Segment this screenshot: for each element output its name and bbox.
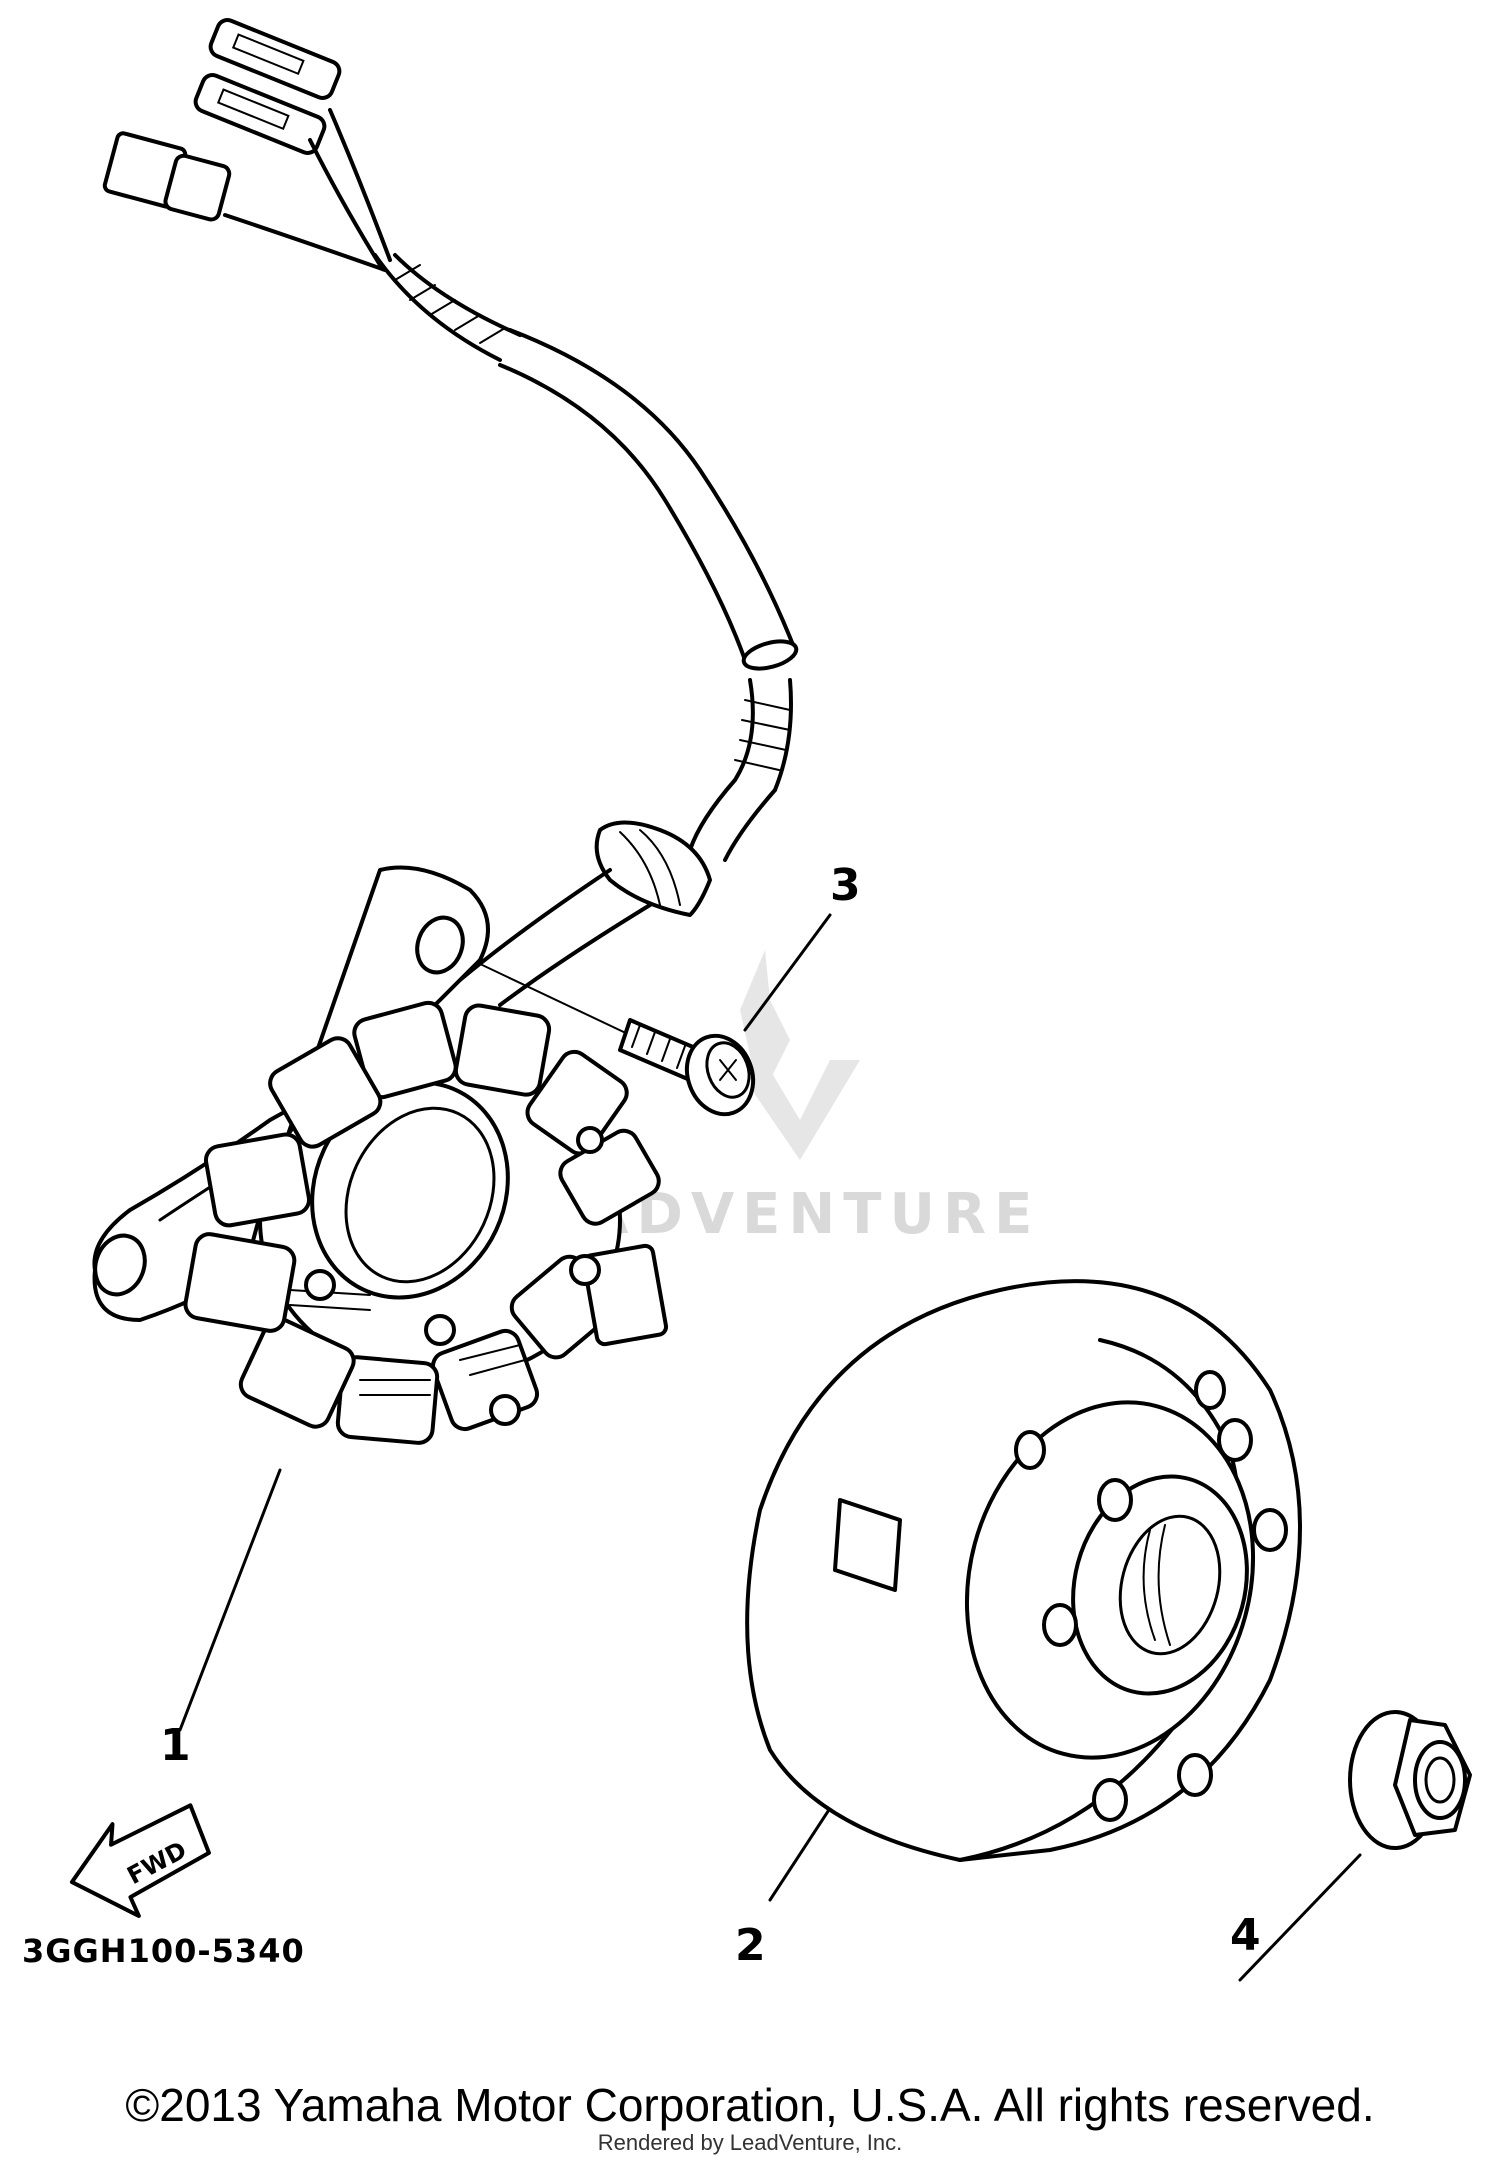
bolt (618, 1018, 756, 1117)
leader-line-3 (743, 913, 832, 1032)
fwd-arrow: FWD (69, 1803, 211, 1918)
leader-line-4 (1238, 1853, 1362, 1982)
watermark-text: ADVENTURE (585, 1182, 1040, 1247)
stator-assembly (92, 865, 669, 1445)
copyright-notice: ©2013 Yamaha Motor Corporation, U.S.A. A… (125, 2079, 1375, 2131)
connector-plug-top (208, 18, 342, 100)
callout-1: 1 (160, 1720, 191, 1771)
stator-coils (183, 1000, 661, 1445)
connector-coupler (102, 131, 232, 222)
watermark: ADVENTURE (585, 950, 1040, 1247)
flywheel-rotor (745, 1279, 1302, 1862)
part-code: 3GGH100-5340 (22, 1932, 305, 1970)
rendered-by-notice: Rendered by LeadVenture, Inc. (597, 2130, 903, 2155)
connector-plug-middle (193, 73, 327, 155)
callout-4: 4 (1230, 1910, 1261, 1961)
callout-2: 2 (735, 1920, 766, 1971)
wire-harness (102, 18, 799, 1007)
callout-3: 3 (830, 860, 861, 911)
cable-grommet (594, 820, 712, 917)
leader-line-1 (178, 1468, 282, 1732)
flange-nut (1348, 1710, 1472, 1850)
